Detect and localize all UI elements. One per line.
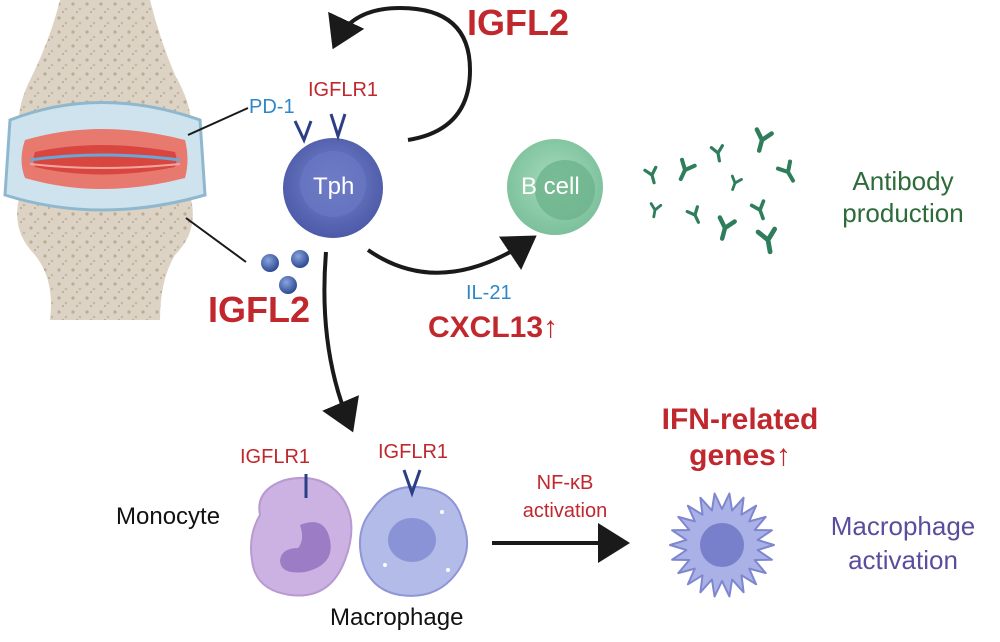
b-cell-label: B cell xyxy=(521,173,580,200)
macrophage-activation-line1: Macrophage xyxy=(830,511,976,541)
il21-label: IL-21 xyxy=(466,282,512,304)
antibody-icon xyxy=(649,202,663,219)
tph-to-macrophage-arrow xyxy=(322,251,359,433)
cxcl13-label: CXCL13↑ xyxy=(428,311,559,344)
macrophage-cell xyxy=(359,486,469,597)
igflr1-receptor-icon xyxy=(329,113,347,141)
knee-joint-illustration xyxy=(3,0,207,320)
antibody-icon xyxy=(749,199,766,221)
joint-connector-top xyxy=(187,107,249,136)
nfkb-line2: activation xyxy=(522,500,608,522)
antibody-icon xyxy=(678,157,697,182)
antibody-production-label: Antibody production xyxy=(838,168,968,226)
ifn-genes-line2: genes↑ xyxy=(689,439,791,472)
tph-label: Tph xyxy=(313,173,355,200)
autocrine-loop-arrow xyxy=(328,5,473,142)
ifn-genes-label: IFN-related genes↑ xyxy=(640,405,840,471)
antibody-icon xyxy=(709,144,725,163)
activated-macrophage-cell xyxy=(669,492,775,598)
antibody-icon xyxy=(717,215,737,241)
igflr1-monocyte-label: IGFLR1 xyxy=(240,446,311,468)
igfl2-left-label: IGFL2 xyxy=(208,289,311,330)
macrophage-activation-line2: activation xyxy=(848,545,958,575)
monocyte-label: Monocyte xyxy=(116,503,221,530)
antibody-icon xyxy=(643,165,658,185)
antibody-icon xyxy=(775,159,795,183)
tph-cell xyxy=(283,138,383,238)
ifn-genes-line1: IFN-related xyxy=(661,403,819,436)
antibody-icon xyxy=(685,205,700,224)
igfl2-molecule-dots xyxy=(261,250,309,294)
pd1-receptor-icon xyxy=(293,120,313,144)
joint-connector-bottom xyxy=(185,217,247,263)
pd1-label: PD-1 xyxy=(249,96,295,118)
antibody-icon xyxy=(754,127,774,153)
antibody-icon xyxy=(755,226,778,255)
antibody-icons xyxy=(643,127,795,255)
tph-to-bcell-arrow xyxy=(366,235,537,275)
macrophage-label: Macrophage xyxy=(330,604,464,631)
b-cell xyxy=(507,139,603,235)
igflr1-macrophage-label: IGFLR1 xyxy=(378,441,449,463)
antibody-production-line1: Antibody xyxy=(852,166,954,196)
igflr1-tph-label: IGFLR1 xyxy=(308,79,379,101)
monocyte-cell xyxy=(250,476,353,597)
antibody-icon xyxy=(730,174,743,191)
nfkb-line1: NF-κB xyxy=(536,472,594,494)
antibody-production-line2: production xyxy=(842,198,964,228)
macrophage-activation-label: Macrophage activation xyxy=(818,513,988,573)
nfkb-activation-label: NF-κB activation xyxy=(500,473,630,521)
macrophage-igflr1-receptor xyxy=(402,469,422,498)
igfl2-top-label: IGFL2 xyxy=(467,2,570,43)
